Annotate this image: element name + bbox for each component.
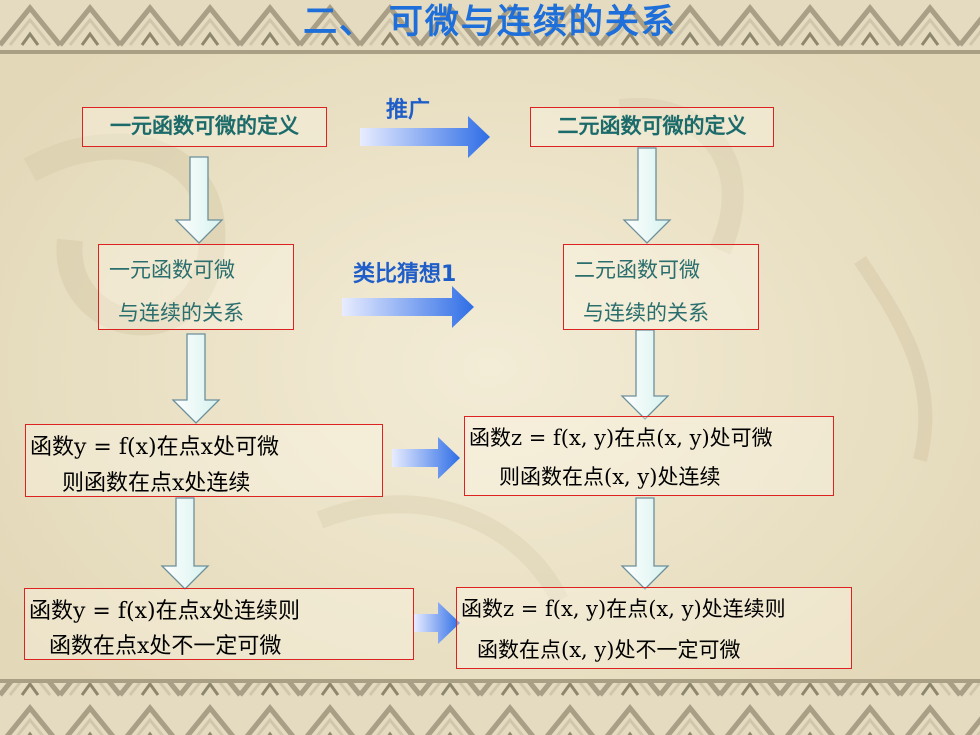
box-unary-relation: 一元函数可微 与连续的关系	[98, 244, 294, 330]
box-binary-continuous-not-differentiable: 函数z = f(x, y)在点(x, y)处连续则 函数在点(x, y)处不一定…	[456, 587, 852, 669]
page-title: 二、 可微与连续的关系	[303, 2, 677, 42]
box-unary-differentiable-implies-continuous: 函数y = f(x)在点x处可微 则函数在点x处连续	[25, 424, 383, 497]
arrow-row4	[414, 602, 460, 644]
box-label-line2: 与连续的关系	[118, 301, 244, 325]
arrow-down-right-2	[620, 329, 670, 420]
box-binary-relation: 二元函数可微 与连续的关系	[563, 244, 759, 330]
arrow-down-right-1	[622, 147, 672, 244]
statement-line1: 函数y = f(x)在点x处可微	[30, 435, 279, 460]
statement-line2: 函数在点(x, y)处不一定可微	[477, 638, 741, 662]
box-label-line1: 一元函数可微	[109, 258, 235, 282]
box-label: 二元函数可微的定义	[557, 114, 747, 138]
statement-line2: 则函数在点(x, y)处连续	[499, 465, 721, 489]
box-label: 一元函数可微的定义	[110, 114, 299, 138]
statement-line2: 则函数在点x处连续	[62, 471, 251, 496]
label-analogy: 类比猜想1	[353, 262, 457, 287]
statement-line2: 函数在点x处不一定可微	[49, 634, 282, 659]
box-label-line2: 与连续的关系	[583, 301, 709, 325]
statement-line1: 函数y = f(x)在点x处连续则	[29, 599, 300, 624]
arrow-row3	[392, 437, 460, 479]
arrow-analogy	[342, 286, 474, 328]
box-binary-differentiable-def: 二元函数可微的定义	[530, 107, 774, 147]
arrow-down-left-3	[160, 497, 210, 590]
statement-line1: 函数z = f(x, y)在点(x, y)处可微	[469, 426, 773, 450]
label-generalize: 推广	[386, 98, 431, 123]
arrow-down-left-1	[174, 156, 224, 244]
box-binary-differentiable-implies-continuous: 函数z = f(x, y)在点(x, y)处可微 则函数在点(x, y)处连续	[464, 416, 834, 496]
box-unary-continuous-not-differentiable: 函数y = f(x)在点x处连续则 函数在点x处不一定可微	[24, 588, 414, 660]
arrow-generalize	[360, 116, 490, 158]
box-label-line1: 二元函数可微	[574, 258, 700, 282]
arrow-down-left-2	[171, 333, 221, 424]
box-unary-differentiable-def: 一元函数可微的定义	[82, 107, 327, 147]
arrow-down-right-3	[620, 497, 670, 590]
statement-line1: 函数z = f(x, y)在点(x, y)处连续则	[461, 597, 786, 621]
